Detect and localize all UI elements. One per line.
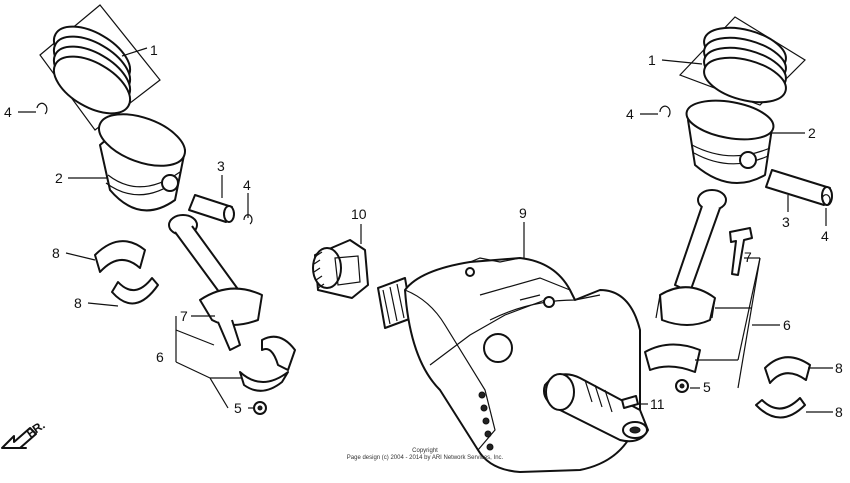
right-nut	[675, 379, 689, 393]
left-piston-ring-set	[39, 4, 161, 131]
callout-left-4a: 4	[4, 104, 12, 120]
left-nut	[253, 401, 267, 415]
callout-right-5: 5	[703, 379, 711, 395]
left-clip-upper	[36, 102, 48, 115]
callout-center-11: 11	[650, 396, 665, 412]
callout-left-1: 1	[150, 42, 158, 58]
left-bearing-lower	[111, 277, 159, 305]
callout-right-3: 3	[782, 214, 790, 230]
callout-left-6: 6	[156, 349, 164, 365]
left-piston-pin	[188, 194, 235, 223]
right-piston	[685, 99, 775, 184]
callout-right-4b: 4	[821, 228, 829, 244]
callout-left-8a: 8	[52, 245, 60, 261]
callout-right-4a: 4	[626, 106, 634, 122]
copyright-line-1: Copyright	[412, 448, 438, 454]
right-rod-cap	[644, 343, 701, 373]
callout-left-3: 3	[217, 158, 225, 174]
right-piston-ring-set	[678, 16, 806, 106]
left-bearing-upper	[94, 240, 146, 273]
callout-left-7: 7	[180, 308, 188, 324]
right-callouts: 1 4 2 3 4 7 6 5 8 8	[626, 52, 843, 420]
callout-right-1: 1	[648, 52, 656, 68]
callout-left-5: 5	[234, 400, 242, 416]
callout-center-9: 9	[519, 205, 527, 221]
left-clip-lower	[243, 214, 253, 225]
right-clip-upper	[659, 105, 671, 118]
right-rod-bolt	[729, 227, 753, 276]
right-bearing-upper	[764, 356, 811, 384]
right-clip-lower	[821, 194, 831, 205]
callout-right-7: 7	[744, 249, 752, 265]
callout-left-2: 2	[55, 170, 63, 186]
left-rod-cap	[239, 335, 296, 392]
primary-gear	[312, 239, 369, 299]
left-connecting-rod	[168, 214, 263, 351]
callout-right-8a: 8	[835, 360, 843, 376]
right-connecting-rod	[655, 189, 727, 326]
left-piston	[98, 113, 186, 212]
left-callouts: 1 4 2 3 4 8 8 7 6 5	[4, 42, 254, 416]
callout-right-8b: 8	[835, 404, 843, 420]
copyright-line-2: Page design (c) 2004 - 2014 by ARI Netwo…	[346, 455, 504, 461]
callout-center-10: 10	[351, 206, 367, 222]
callout-left-4b: 4	[243, 177, 251, 193]
callout-right-2: 2	[808, 125, 816, 141]
callout-left-8b: 8	[74, 295, 82, 311]
crankshaft	[377, 257, 649, 473]
callout-right-6: 6	[783, 317, 791, 333]
right-bearing-lower	[755, 397, 806, 419]
front-direction-arrow-icon: FR.	[1, 418, 48, 449]
